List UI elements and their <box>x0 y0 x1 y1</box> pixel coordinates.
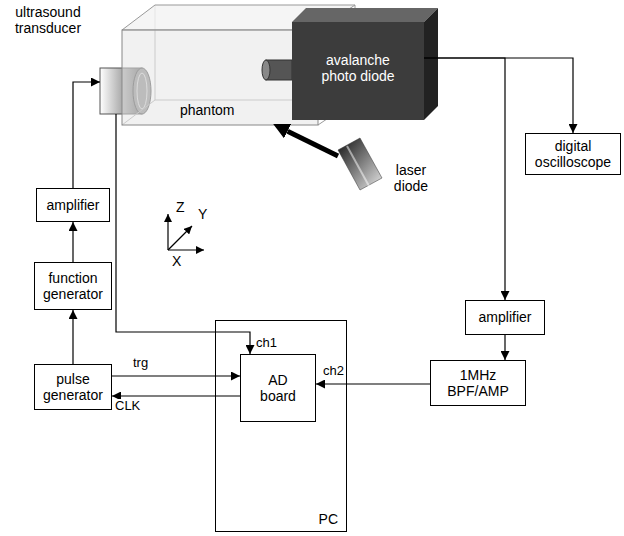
node-text: function generator <box>40 270 106 302</box>
signal-wire <box>72 310 73 364</box>
node-text: AD board <box>253 372 303 404</box>
node-text: digital oscilloscope <box>531 138 615 170</box>
phantom-box: phantom <box>122 30 318 125</box>
signal-wire <box>112 375 240 376</box>
node-text: amplifier <box>47 197 100 213</box>
generator-box: function generator <box>34 262 112 310</box>
signal-name: CLK <box>114 399 141 413</box>
node-text: 1MHz BPF/AMP <box>443 367 513 399</box>
axis-label: Y <box>197 207 208 222</box>
x-axis <box>168 249 204 250</box>
photodiode-lens-face <box>262 60 270 80</box>
node-text: PC <box>319 511 338 527</box>
signal-name: trg <box>132 356 149 370</box>
phantom-front <box>122 30 318 125</box>
axis-label: Z <box>175 200 186 215</box>
photodiode-front <box>292 22 424 120</box>
laser-body <box>338 138 382 190</box>
oscilloscope-box: digital oscilloscope <box>525 133 621 175</box>
text-group: amplifier <box>479 309 532 325</box>
photodiode-side <box>424 8 438 120</box>
text-group: PC <box>319 511 338 527</box>
generator-box: pulse generator <box>34 364 112 410</box>
node-text: phantom <box>180 102 234 118</box>
connector-group <box>73 58 573 396</box>
node-text: pulse generator <box>40 371 106 403</box>
text-group: digital oscilloscope <box>531 138 615 170</box>
signal-wire <box>424 58 573 133</box>
channel-name: ch1 <box>255 336 278 350</box>
ad-board: AD board <box>240 354 316 422</box>
channel-name: ch2 <box>322 364 345 378</box>
text-group: amplifier <box>47 197 100 213</box>
node-text: avalanche photo diode <box>313 52 403 84</box>
text-group: avalanche photo diode <box>313 52 403 84</box>
filter-box: 1MHz BPF/AMP <box>430 360 526 406</box>
signal-wire <box>424 58 505 300</box>
amplifier-box: amplifier <box>465 300 545 335</box>
node-text: amplifier <box>479 309 532 325</box>
signal-wire <box>504 335 505 360</box>
signal-wire <box>72 222 73 262</box>
text-group: laser diode <box>386 162 436 194</box>
text-group: function generator <box>40 270 106 302</box>
laser-stripe <box>347 146 369 186</box>
node-text: laser diode <box>386 162 436 194</box>
photodiode-symbol <box>262 8 438 120</box>
laser-diode-symbol <box>338 138 382 190</box>
signal-wire <box>73 82 100 188</box>
signal-wire <box>112 395 240 396</box>
text-group: AD board <box>253 372 303 404</box>
z-axis <box>167 214 168 250</box>
transducer-probe: ultrasound transducer <box>100 68 156 114</box>
signal-wire <box>316 383 430 384</box>
signal-wire <box>116 114 250 354</box>
photodiode-box: avalanche photo diode <box>292 22 424 120</box>
light-beam-arrow <box>288 131 338 156</box>
text-group: 1MHz BPF/AMP <box>443 367 513 399</box>
text-group: phantom <box>180 102 234 118</box>
text-group: pulse generator <box>40 371 106 403</box>
photodiode-top <box>292 8 438 22</box>
node-text: ultrasound transducer <box>4 4 92 36</box>
y-axis <box>168 226 192 250</box>
pc-box: PC AD board <box>215 320 347 532</box>
laser-diode: laser diode <box>338 138 438 198</box>
text-group: ultrasound transducer <box>4 4 92 36</box>
axis-label: X <box>171 254 182 269</box>
amplifier-box: amplifier <box>36 188 110 222</box>
